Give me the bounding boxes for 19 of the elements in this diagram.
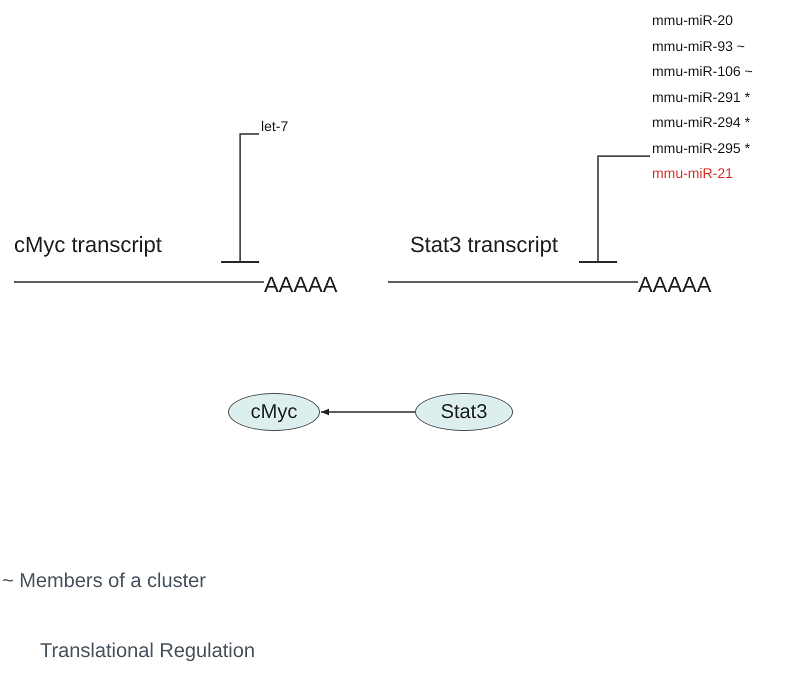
mirna-label: mmu-miR-93 ~ [652,38,745,54]
poly-a-label: AAAAA [264,272,338,298]
protein-ellipse: cMyc [228,393,320,431]
mirna-label: mmu-miR-106 ~ [652,63,753,79]
caption-label: Translational Regulation [40,640,255,663]
mirna-label: mmu-miR-294 * [652,114,750,130]
mirna-label: mmu-miR-21 [652,165,733,181]
arrow [321,408,415,416]
poly-a-label: AAAAA [638,272,712,298]
mirna-label: mmu-miR-291 * [652,88,750,104]
transcript-label: Stat3 transcript [410,232,558,258]
inhibition-connector [220,133,260,263]
inhibition-connector [578,155,650,263]
mirna-label: mmu-miR-295 * [652,140,750,156]
mirna-label: mmu-miR-20 [652,12,733,28]
protein-ellipse: Stat3 [415,393,513,431]
mirna-label: let-7 [261,118,288,134]
transcript-label: cMyc transcript [14,232,162,258]
legend-note: ~ Members of a cluster [2,570,206,593]
